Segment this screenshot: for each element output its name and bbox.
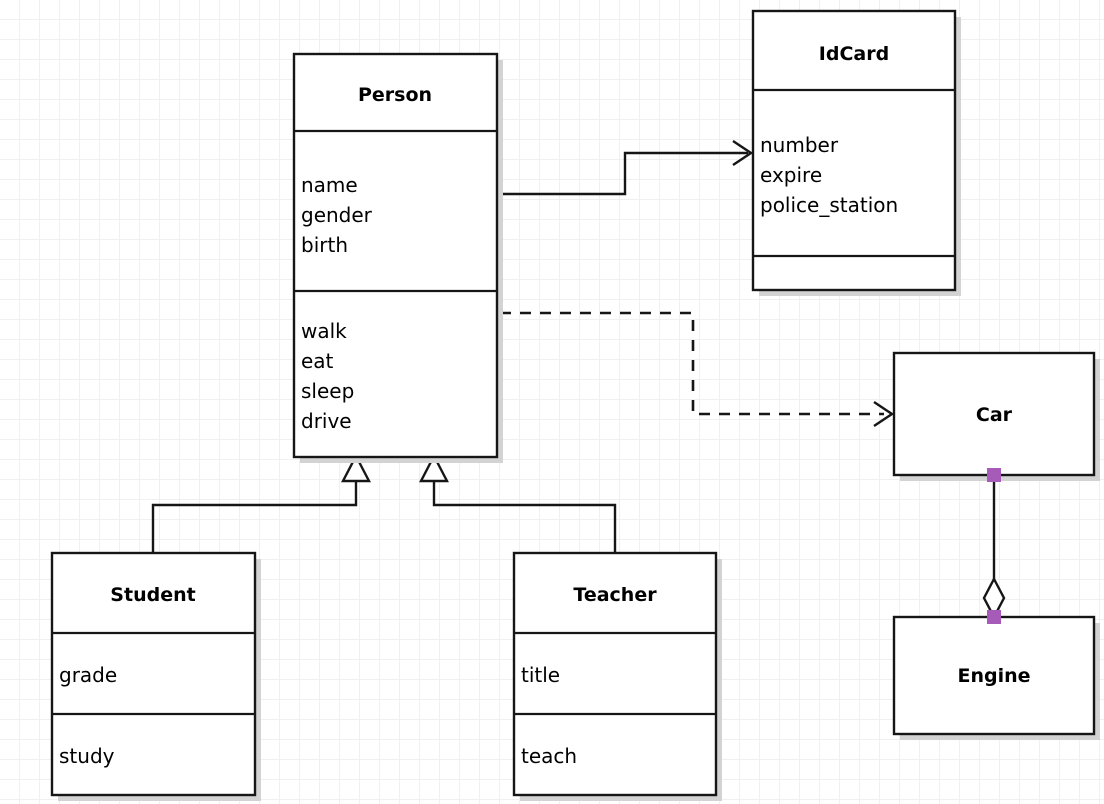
operation-item: teach [521,744,577,768]
attribute-item: grade [59,663,117,687]
class-name-teacher: Teacher [573,584,657,606]
attribute-item: number [760,133,839,157]
box-outline [512,551,718,797]
open-arrow-head-icon [732,140,754,166]
relationship-car-engine[interactable] [982,475,1006,620]
connection-endpoint-handle[interactable] [987,468,1001,482]
attribute-item: expire [760,163,822,187]
operation-item: walk [301,319,347,343]
attribute-item: name [301,173,358,197]
relationship-person-idcard[interactable] [497,140,754,196]
attribute-item: police_station [760,193,898,217]
attribute-item: birth [301,233,348,257]
box-outline [50,551,257,797]
class-name-idcard: IdCard [819,43,889,65]
attribute-item: title [521,663,560,687]
relationship-student-person[interactable] [151,453,371,553]
relationship-teacher-person[interactable] [419,453,617,553]
open-arrow-head-icon [873,401,895,427]
box-outline [751,9,957,292]
class-name-car: Car [976,404,1013,426]
relationship-person-car[interactable] [500,311,895,427]
class-box-car[interactable]: Car [892,351,1100,481]
box-outline [292,52,499,459]
class-name-engine: Engine [957,665,1030,687]
connection-endpoint-handle[interactable] [987,610,1001,624]
hollow-triangle-icon [419,453,449,483]
dependency-line [500,311,884,416]
generalization-line [151,480,358,553]
operation-item: study [59,744,115,768]
class-name-student: Student [110,584,195,606]
operation-item: drive [301,409,352,433]
attribute-item: gender [301,203,373,227]
hollow-triangle-icon [341,453,371,483]
operation-item: eat [301,349,334,373]
box-outline [892,615,1096,736]
class-box-teacher[interactable]: Teacher title teach [512,551,722,801]
class-box-student[interactable]: Student grade study [50,551,261,801]
class-name-person: Person [358,84,432,106]
operation-item: sleep [301,379,354,403]
class-box-person[interactable]: Person name gender birth walk eat sleep … [292,52,503,463]
association-line [497,151,748,196]
class-box-idcard[interactable]: IdCard number expire police_station [751,9,961,296]
generalization-line [432,480,617,553]
box-outline [892,351,1096,477]
class-box-engine[interactable]: Engine [892,615,1100,740]
